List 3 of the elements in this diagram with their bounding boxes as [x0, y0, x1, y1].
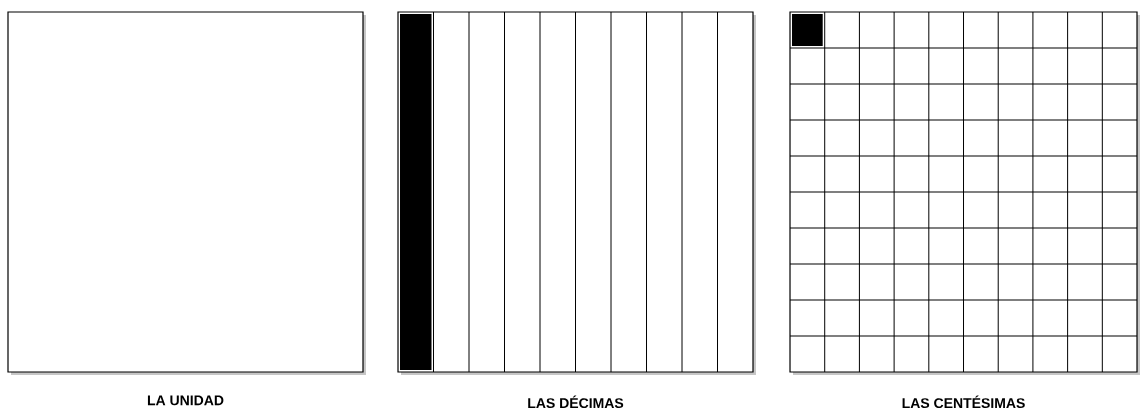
node-label: LA UNIDAD — [147, 395, 224, 406]
node-label: LAS DÉCIMAS — [528, 395, 624, 409]
node-label: LAS CENTÉSIMAS — [902, 395, 1025, 409]
